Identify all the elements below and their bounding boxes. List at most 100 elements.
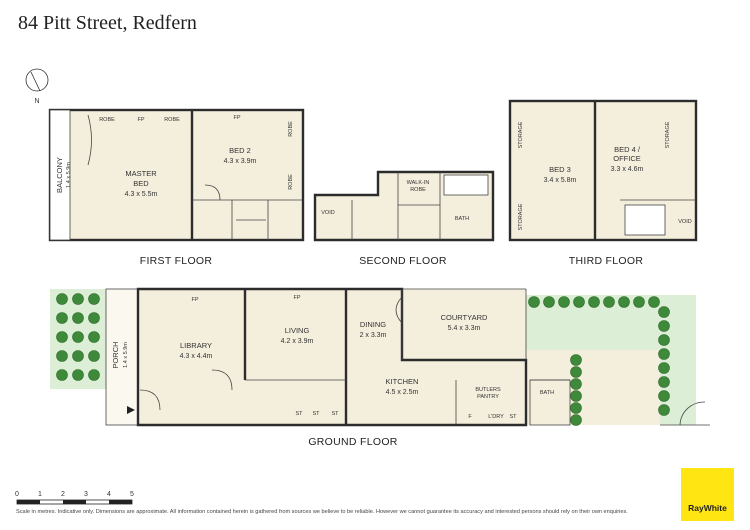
plant-icon bbox=[72, 293, 84, 305]
first-floor-plan: ROBE FP ROBE FP ROBE ROBE BALCONY 1.4 x … bbox=[48, 108, 305, 242]
storage-label: STORAGE bbox=[518, 121, 524, 148]
storage-st-label: ST bbox=[509, 414, 517, 420]
plant-icon bbox=[570, 366, 582, 378]
bath-label: BATH bbox=[540, 390, 554, 396]
fridge-label: F bbox=[468, 414, 472, 420]
plant-icon bbox=[658, 404, 670, 416]
plant-icon bbox=[72, 369, 84, 381]
void-label: VOID bbox=[321, 210, 334, 216]
bed2-dim: 4.3 x 3.9m bbox=[224, 158, 257, 165]
plant-icon bbox=[72, 350, 84, 362]
master-bed-label: MASTER bbox=[125, 169, 157, 178]
robe-label: ROBE bbox=[164, 117, 180, 123]
scale-tick-label: 4 bbox=[107, 491, 111, 498]
porch-label: PORCH bbox=[111, 341, 120, 368]
plant-icon bbox=[528, 296, 540, 308]
walkin-robe-label: WALK-IN bbox=[407, 180, 430, 186]
fp-label: FP bbox=[191, 297, 198, 303]
page-title: 84 Pitt Street, Redfern bbox=[18, 12, 197, 34]
plant-icon bbox=[88, 369, 100, 381]
storage-st-label: ST bbox=[295, 411, 303, 417]
plant-icon bbox=[72, 331, 84, 343]
plant-icon bbox=[658, 362, 670, 374]
master-bed-label: BED bbox=[133, 179, 149, 188]
plant-icon bbox=[56, 350, 68, 362]
plant-icon bbox=[56, 293, 68, 305]
third-floor-label: THIRD FLOOR bbox=[569, 255, 644, 267]
compass-label: N bbox=[34, 98, 39, 105]
bed3-label: BED 3 bbox=[549, 165, 571, 174]
library-label: LIBRARY bbox=[180, 341, 212, 350]
scale-bar: 0 1 2 3 4 5 bbox=[15, 491, 134, 505]
robe-label: ROBE bbox=[99, 117, 115, 123]
bed3-dim: 3.4 x 5.8m bbox=[544, 177, 577, 184]
living-dim: 4.2 x 3.9m bbox=[281, 338, 314, 345]
robe-label: ROBE bbox=[288, 121, 294, 137]
plant-icon bbox=[88, 350, 100, 362]
bed4-label: OFFICE bbox=[613, 154, 641, 163]
plant-icon bbox=[88, 331, 100, 343]
storage-label: STORAGE bbox=[665, 121, 671, 148]
fp-label: FP bbox=[293, 295, 300, 301]
plant-icon bbox=[570, 390, 582, 402]
plant-icon bbox=[648, 296, 660, 308]
plant-icon bbox=[658, 306, 670, 318]
ground-floor-plan: FP FP PORCH 1.4 x 5.9m LIBRARY 4.3 x 4.4… bbox=[50, 287, 710, 427]
second-floor-label: SECOND FLOOR bbox=[359, 255, 447, 267]
library-dim: 4.3 x 4.4m bbox=[180, 353, 213, 360]
plant-icon bbox=[658, 390, 670, 402]
bath-label: BATH bbox=[455, 216, 469, 222]
plant-icon bbox=[618, 296, 630, 308]
garden-plants bbox=[56, 293, 670, 426]
master-bed-dim: 4.3 x 5.5m bbox=[125, 191, 158, 198]
storage-st-label: ST bbox=[331, 411, 339, 417]
courtyard-label: COURTYARD bbox=[441, 313, 488, 322]
plant-icon bbox=[570, 402, 582, 414]
scale-tick-label: 0 bbox=[15, 491, 19, 498]
fp-label: FP bbox=[233, 115, 240, 121]
plant-icon bbox=[633, 296, 645, 308]
disclaimer-text: Scale in metres. Indicative only. Dimens… bbox=[16, 509, 628, 515]
raywhite-logo: RayWhite bbox=[681, 468, 734, 521]
plant-icon bbox=[658, 334, 670, 346]
plant-icon bbox=[658, 376, 670, 388]
third-floor-plan: STORAGE STORAGE STORAGE BED 3 3.4 x 5.8m… bbox=[508, 99, 698, 242]
scale-tick-label: 3 bbox=[84, 491, 88, 498]
void-label: VOID bbox=[678, 219, 691, 225]
plant-icon bbox=[570, 354, 582, 366]
plant-icon bbox=[573, 296, 585, 308]
courtyard-dim: 5.4 x 3.3m bbox=[448, 325, 481, 332]
plant-icon bbox=[56, 312, 68, 324]
fp-label: FP bbox=[137, 117, 144, 123]
plant-icon bbox=[88, 293, 100, 305]
first-floor-label: FIRST FLOOR bbox=[140, 255, 213, 267]
walkin-robe-label: ROBE bbox=[410, 187, 426, 193]
plant-icon bbox=[72, 312, 84, 324]
butlers-pantry-label: BUTLERS bbox=[475, 387, 501, 393]
second-floor-plan: VOID WALK-IN ROBE BATH bbox=[313, 170, 495, 242]
plant-icon bbox=[88, 312, 100, 324]
scale-tick-label: 1 bbox=[38, 491, 42, 498]
laundry-label: L'DRY bbox=[488, 414, 504, 420]
kitchen-dim: 4.5 x 2.5m bbox=[386, 389, 419, 396]
kitchen-label: KITCHEN bbox=[386, 377, 419, 386]
ground-floor-label: GROUND FLOOR bbox=[308, 436, 397, 448]
plant-icon bbox=[658, 320, 670, 332]
plant-icon bbox=[543, 296, 555, 308]
butlers-pantry-label: PANTRY bbox=[477, 394, 499, 400]
storage-label: STORAGE bbox=[518, 203, 524, 230]
balcony-dim: 1.4 x 5.9m bbox=[66, 162, 72, 188]
balcony-label: BALCONY bbox=[55, 157, 64, 193]
storage-st-label: ST bbox=[312, 411, 320, 417]
scale-tick-label: 5 bbox=[130, 491, 134, 498]
robe-label: ROBE bbox=[288, 174, 294, 190]
plant-icon bbox=[570, 378, 582, 390]
compass-icon: N bbox=[25, 68, 49, 105]
plant-icon bbox=[558, 296, 570, 308]
dining-label: DINING bbox=[360, 320, 386, 329]
plant-icon bbox=[570, 414, 582, 426]
living-label: LIVING bbox=[285, 326, 310, 335]
scale-tick-label: 2 bbox=[61, 491, 65, 498]
